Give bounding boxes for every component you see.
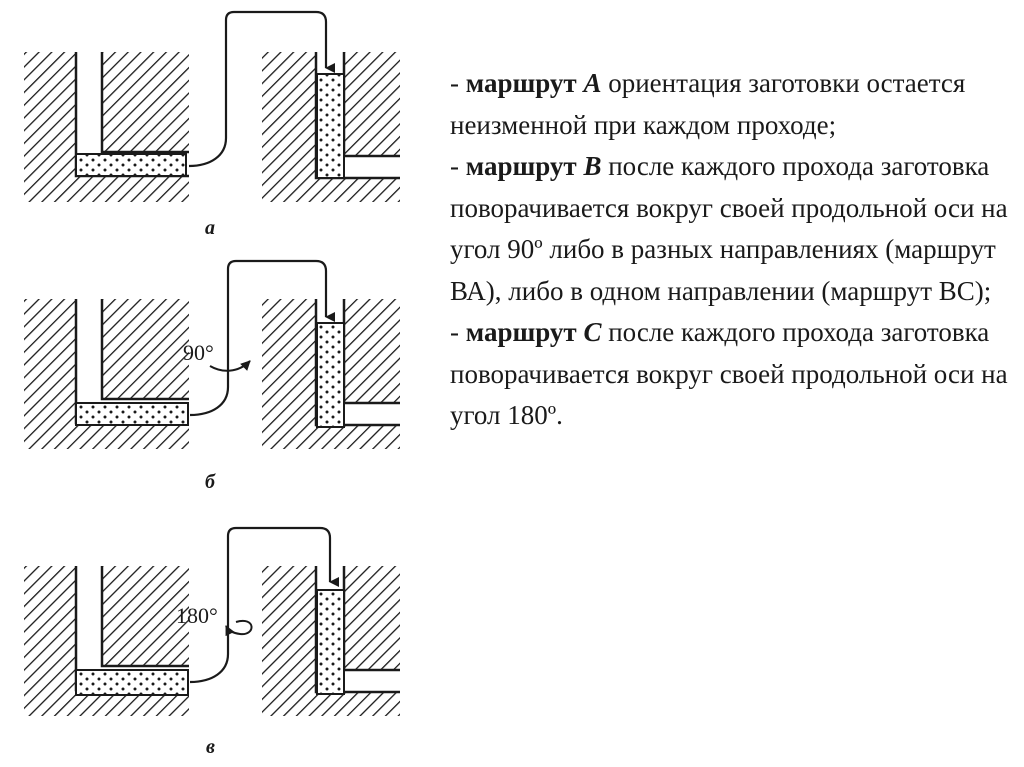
workpiece-entry: [316, 322, 345, 428]
dash: -: [450, 317, 466, 347]
route-b-item: - маршрут B после каждого прохода загото…: [450, 146, 1010, 312]
workpiece-exit: [75, 669, 189, 696]
caption-a: а: [205, 217, 215, 239]
diagram-c: 180° в: [22, 526, 402, 758]
route-description: ориентация заготовки остается неизменной…: [450, 68, 966, 140]
transfer-arrow: [188, 10, 335, 168]
rotation-angle-label: 180°: [176, 603, 218, 628]
rotation-angle-label: 90°: [183, 340, 214, 365]
route-word: маршрут: [465, 151, 584, 181]
transfer-arrow: [189, 259, 335, 417]
route-c-item: - маршрут C после каждого прохода загото…: [450, 312, 1010, 437]
dash: -: [450, 151, 466, 181]
caption-c: в: [206, 736, 215, 758]
diagram-b: 90° б: [22, 259, 402, 493]
caption-b: б: [205, 471, 216, 493]
route-descriptions: - маршрут A ориентация заготовки остаетс…: [450, 63, 1010, 437]
route-word: маршрут: [465, 68, 584, 98]
ecap-routes-diagram: а 90° б 180° в: [22, 10, 402, 758]
rotation-arrow: [209, 360, 251, 372]
route-letter: B: [583, 151, 602, 181]
rotation-arrow: [225, 619, 253, 637]
route-letter: C: [583, 317, 602, 347]
route-description: после каждого прохода заготовка поворачи…: [450, 151, 1008, 306]
dash: -: [450, 68, 466, 98]
route-a-item: - маршрут A ориентация заготовки остаетс…: [450, 63, 1010, 146]
workpiece-exit: [75, 153, 187, 177]
transfer-arrow: [189, 526, 339, 684]
workpiece-entry: [316, 589, 345, 695]
diagram-a: а: [22, 10, 402, 239]
workpiece-entry: [316, 73, 345, 179]
route-description: после каждого прохода заготовка поворачи…: [450, 317, 1008, 430]
route-letter: A: [583, 68, 602, 98]
workpiece-exit: [75, 402, 189, 426]
route-word: маршрут: [465, 317, 584, 347]
